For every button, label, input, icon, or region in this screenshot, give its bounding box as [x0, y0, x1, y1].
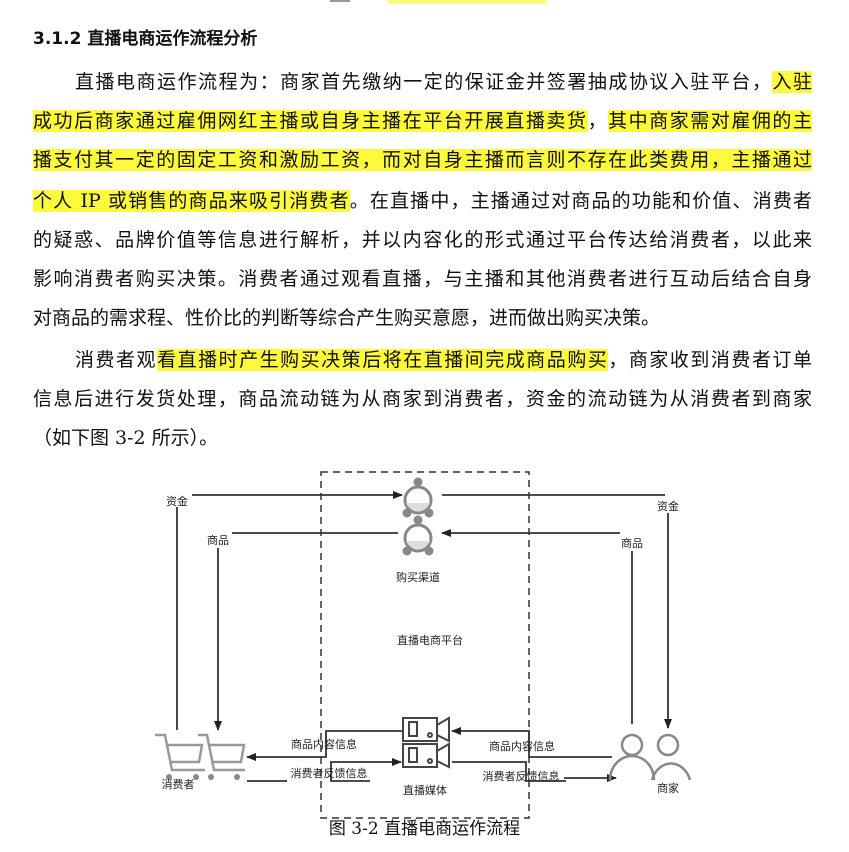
text-line: 播支付其一定的固定工资和激励工资，而对自身主播而言则不存在此类费用，主播通过: [33, 147, 812, 173]
content-info-right-arrow: [451, 727, 612, 758]
highlighted-text: 个人 IP 或销售的商品来吸引消费者: [33, 190, 350, 212]
funds-left-label: 资金: [166, 494, 188, 508]
text-segment: 直播电商运作流程为：商家首先缴纳一定的保证金并签署抽成协议入驻平台，: [75, 71, 773, 93]
highlighted-text: 成功后商家通过雇佣网红主播或自身主播在平台开展直播卖货: [33, 110, 588, 132]
text-line: 个人 IP 或销售的商品来吸引消费者。在直播中，主播通过对商品的功能和价值、消费…: [33, 188, 812, 214]
section-heading: 3.1.2 直播电商运作流程分析: [33, 29, 258, 49]
platform-label: 直播电商平台: [397, 633, 463, 647]
text-line: 消费者观看直播时产生购买决策后将在直播间完成商品购买，商家收到消费者订单: [75, 347, 812, 373]
text-segment: ，商家收到消费者订单: [608, 349, 812, 371]
consumer-label: 消费者: [162, 777, 195, 791]
highlighted-text: 其中商家需对雇佣的主: [608, 110, 812, 132]
text-segment: 信息后进行发货处理，商品流动链为从商家到消费者，资金的流动链为从消费者到商家: [33, 388, 812, 410]
text-segment: 消费者观: [75, 349, 158, 371]
text-segment: 的疑惑、品牌价值等信息进行解析，并以内容化的形式通过平台传达给消费者，以此来: [33, 229, 812, 251]
text-segment: 。在直播中，主播通过对商品的功能和价值、消费者: [349, 190, 812, 212]
text-segment: （如下图 3-2 所示）。: [33, 427, 219, 449]
figure-caption: 图 3-2 直播电商运作流程: [328, 819, 521, 839]
goods-right-label: 商品: [621, 536, 643, 550]
highlighted-text: 播支付其一定的固定工资和激励工资，而对自身主播而言则不存在此类费用，主播通过: [33, 149, 812, 171]
text-line: 的疑惑、品牌价值等信息进行解析，并以内容化的形式通过平台传达给消费者，以此来: [33, 227, 812, 253]
live-camera-icon: [402, 716, 450, 769]
text-segment: 影响消费者购买决策。消费者通过观看直播，与主播和其他消费者进行互动后结合自身: [33, 268, 812, 290]
text-line: 信息后进行发货处理，商品流动链为从商家到消费者，资金的流动链为从消费者到商家: [33, 386, 812, 412]
live-media-label: 直播媒体: [403, 783, 447, 797]
text-line: （如下图 3-2 所示）。: [33, 425, 812, 451]
content-info-right-label: 商品内容信息: [489, 739, 555, 753]
feedback-left-arrow: [247, 762, 401, 782]
content-info-left-label: 商品内容信息: [291, 737, 357, 751]
text-line: 对商品的需求程、性价比的判断等综合产生购买意愿，进而做出购买决策。: [33, 305, 812, 331]
text-line: 直播电商运作流程为：商家首先缴纳一定的保证金并签署抽成协议入驻平台，入驻: [75, 69, 812, 95]
text-line: 成功后商家通过雇佣网红主播或自身主播在平台开展直播卖货，其中商家需对雇佣的主: [33, 108, 812, 134]
feedback-left-label: 消费者反馈信息: [291, 766, 368, 780]
funds-right-label: 资金: [657, 499, 679, 513]
highlighted-text: 入驻: [772, 71, 812, 93]
highlighted-text: 看直播时产生购买决策后将在直播间完成商品购买: [157, 349, 609, 371]
goods-left-label: 商品: [207, 533, 229, 547]
cut-off-highlight: [388, 0, 546, 4]
cut-off-text: [330, 0, 350, 2]
feedback-right-label: 消费者反馈信息: [483, 769, 560, 783]
content-info-left-arrow: [246, 730, 402, 761]
purchase-channel-icon: [402, 477, 434, 556]
shopping-cart-icon: [155, 733, 246, 780]
merchant-people-icon: [608, 733, 692, 781]
merchant-label: 商家: [657, 781, 679, 795]
feedback-right-arrow: [452, 761, 616, 781]
text-segment: ，: [587, 110, 609, 132]
purchase-channel-label: 购买渠道: [396, 570, 440, 584]
text-line: 影响消费者购买决策。消费者通过观看直播，与主播和其他消费者进行互动后结合自身: [33, 266, 812, 292]
text-segment: 对商品的需求程、性价比的判断等综合产生购买意愿，进而做出购买决策。: [33, 307, 661, 329]
